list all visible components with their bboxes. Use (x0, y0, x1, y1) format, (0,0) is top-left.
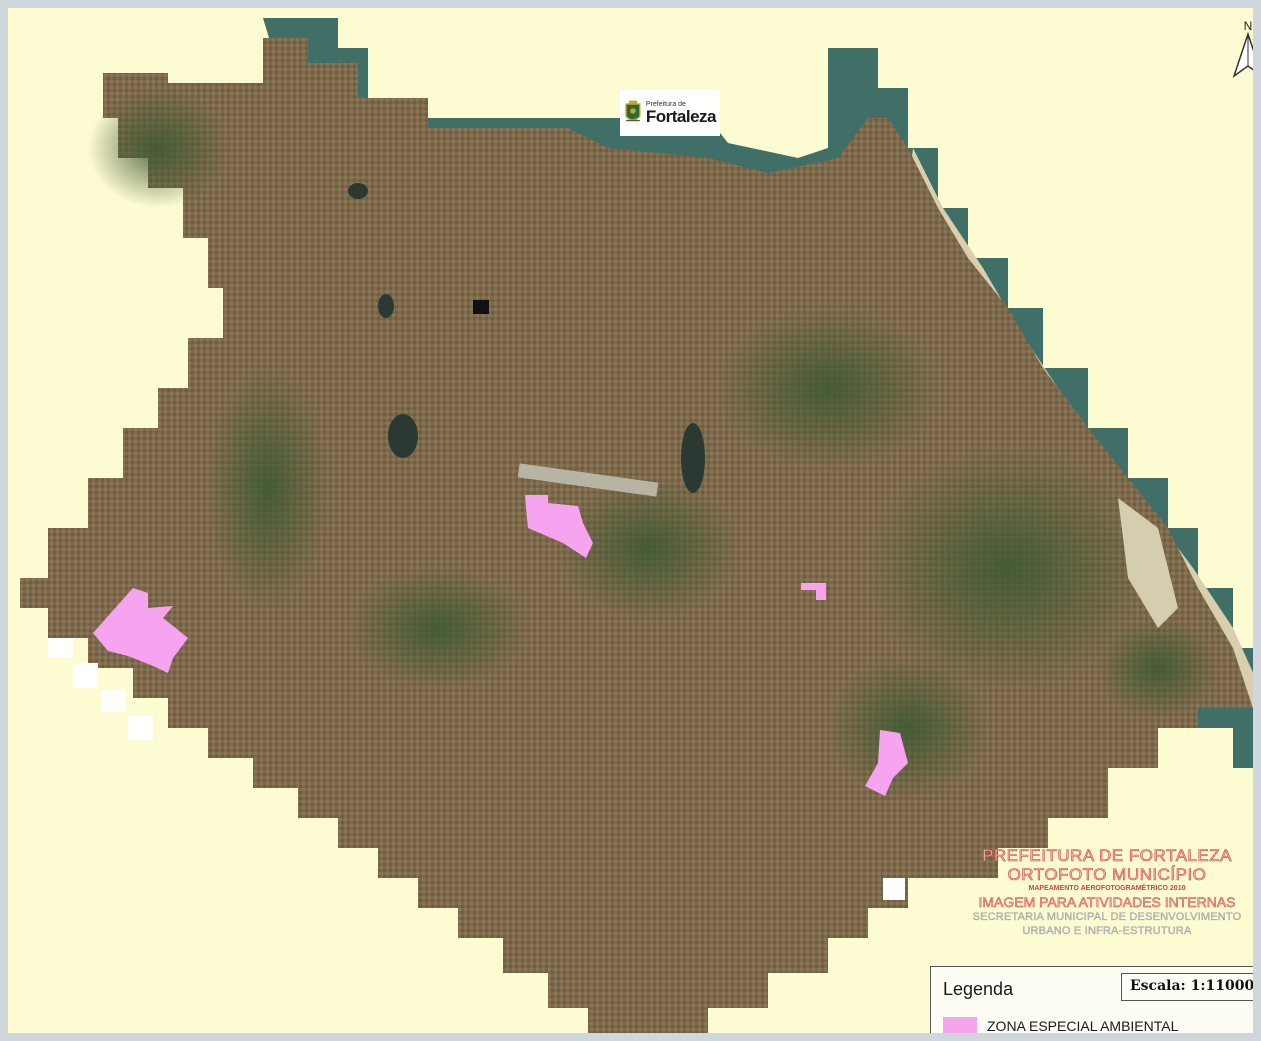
lake (473, 300, 489, 314)
coat-of-arms-icon (625, 100, 641, 122)
legend-item: ZONA ESPECIAL AMBIENTAL (943, 1017, 1179, 1034)
dunes (1118, 498, 1178, 628)
vegetation-patch (868, 448, 1148, 688)
orthophoto-map (20, 18, 1253, 1033)
zone-polygon (525, 495, 593, 558)
map-gap (883, 878, 905, 900)
legend-item-label: ZONA ESPECIAL AMBIENTAL (987, 1018, 1179, 1034)
vegetation-patch (828, 658, 988, 798)
title-line-3: MAPEAMENTO AEROFOTOGRAMÉTRICO 2010 (1028, 885, 1186, 892)
title-line-4: IMAGEM PARA ATIVIDADES INTERNAS (978, 894, 1236, 911)
scale-label: Escala: 1:110000 (1121, 973, 1253, 1001)
vegetation-patch (88, 88, 228, 208)
map-gap (73, 663, 98, 688)
title-line-5: SECRETARIA MUNICIPAL DE DESENVOLVIMENTO (972, 911, 1242, 923)
north-arrow-icon (1232, 31, 1253, 78)
lake (388, 414, 418, 458)
map-gap (128, 716, 153, 740)
title-line-2: ORTOFOTO MUNICÍPIO (1007, 865, 1207, 885)
map-gap (48, 638, 73, 658)
map-gap (101, 690, 126, 712)
title-line-1: PREFEITURA DE FORTALEZA (982, 846, 1232, 866)
north-letter: N (1243, 19, 1253, 33)
vegetation-patch (208, 368, 328, 608)
map-title-block: PREFEITURA DE FORTALEZA ORTOFOTO MUNICÍP… (948, 846, 1253, 938)
logo-small-text: Prefeitura de (645, 101, 686, 108)
zone-polygon (801, 583, 826, 600)
logo-big-text: Fortaleza (645, 107, 717, 126)
vegetation-patch (718, 308, 938, 468)
zone-polygon (865, 730, 908, 796)
vegetation-patch (1098, 618, 1218, 718)
map-legend: Legenda Escala: 1:110000 ZONA ESPECIAL A… (930, 966, 1253, 1034)
title-line-6: URBANO E INFRA-ESTRUTURA (1022, 925, 1192, 937)
airport-runway (517, 463, 659, 497)
lake (378, 294, 394, 318)
lake (681, 423, 705, 493)
legend-title: Legenda (943, 979, 1014, 999)
vegetation-patch (348, 568, 528, 688)
prefeitura-logo: Prefeitura de Fortaleza (620, 90, 720, 136)
zone-polygon (93, 588, 188, 673)
north-arrow: N (1230, 19, 1253, 80)
vegetation-patch (558, 478, 738, 618)
lake (348, 183, 368, 199)
legend-swatch (943, 1017, 977, 1033)
